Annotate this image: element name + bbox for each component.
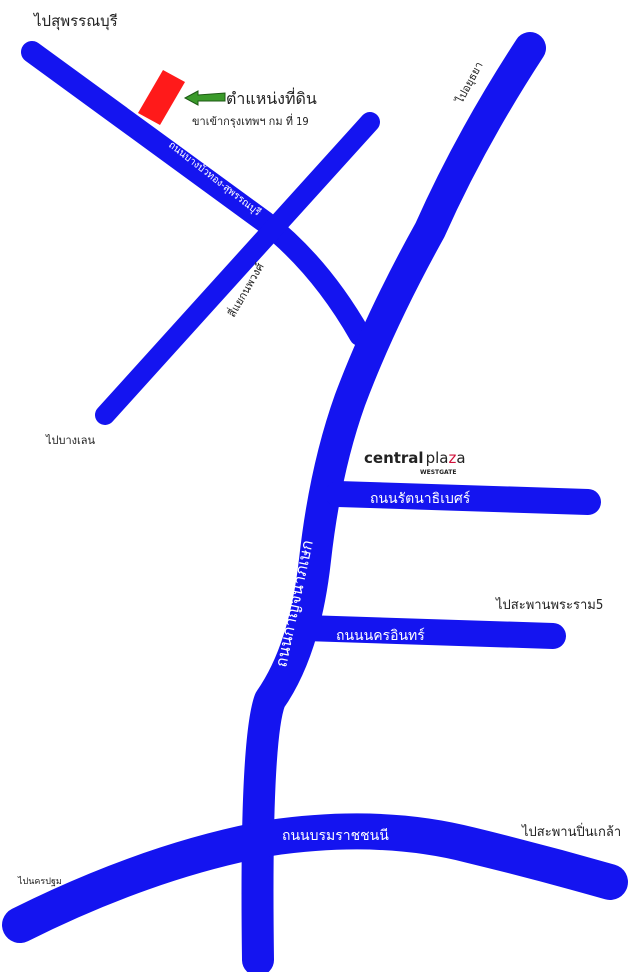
label-to-pinklao-bridge: ไปสะพานปิ่นเกล้า: [521, 823, 621, 840]
label-to-banglen: ไปบางเลน: [45, 434, 96, 447]
label-land-detail: ขาเข้ากรุงเทพฯ กม ที่ 19: [192, 113, 309, 128]
road-rattanathibet: [325, 481, 601, 515]
road-nakhon-in: [292, 615, 566, 649]
arrow-icon: [183, 90, 226, 106]
label-to-rama5-bridge: ไปสะพานพระราม5: [495, 597, 603, 613]
label-road-rattanathibet: ถนนรัตนาธิเบศร์: [370, 490, 471, 507]
road-borommaratchachonnani: [2, 813, 628, 943]
road-nopphawong: [95, 112, 380, 425]
label-road-nakhon-in: ถนนนครอินทร์: [336, 627, 425, 644]
label-road-bangbuathong: ถนนบางบัวทอง-สุพรรณบุรี: [166, 139, 263, 219]
label-to-suphanburi: ไปสุพรรณบุรี: [33, 12, 118, 31]
label-land-location: ตำแหน่งที่ดิน: [226, 87, 317, 108]
road-kanchanaphisek: [241, 32, 546, 972]
svg-text:WESTGATE: WESTGATE: [420, 469, 456, 476]
label-to-nakhonpathom: ไปนครปฐม: [17, 876, 62, 887]
land-plot-marker: [138, 70, 185, 125]
label-road-borommaratchachonnani: ถนนบรมราชชนนี: [282, 828, 389, 844]
